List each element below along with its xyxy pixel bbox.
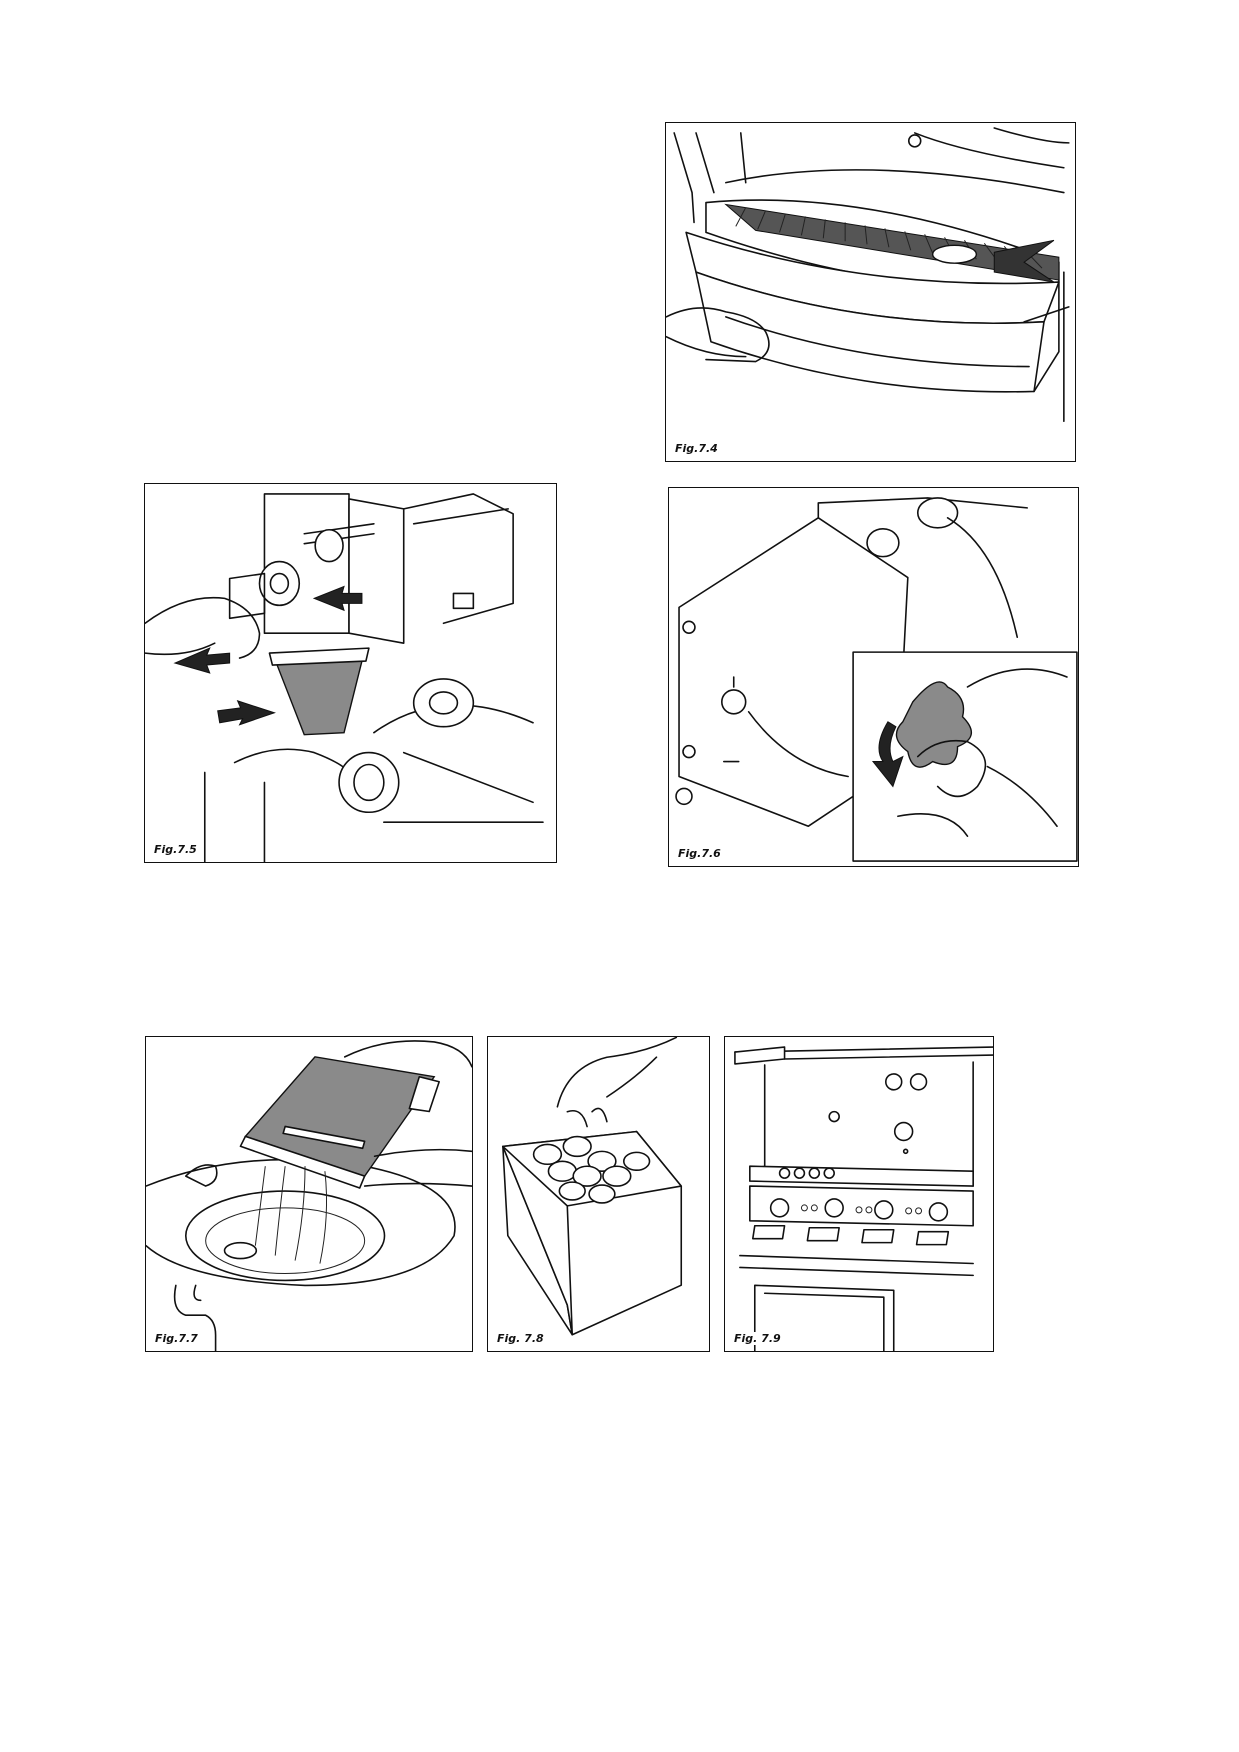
figure-caption: Fig.7.4 [673, 442, 720, 455]
figure-7-7: Fig.7.7 [145, 1036, 473, 1352]
push-arrow-icon [312, 585, 363, 612]
coffee-chute [268, 647, 370, 736]
rotate-arrow-icon [871, 721, 904, 788]
pull-arrow-icon [217, 700, 276, 726]
figure-7-4: Fig.7.4 [665, 122, 1076, 462]
push-arrow-icon [173, 647, 231, 674]
coffee-pucks [532, 1135, 651, 1204]
figure-caption: Fig. 7.9 [732, 1332, 783, 1345]
figure-7-6: Fig.7.6 [668, 487, 1079, 867]
drip-grate [724, 203, 1060, 283]
grounds-container-illustration [502, 1037, 683, 1336]
figure-7-9: Fig. 7.9 [724, 1036, 994, 1352]
figure-7-8: Fig. 7.8 [487, 1036, 710, 1352]
knob-detail-inset [852, 651, 1078, 862]
figure-caption: Fig.7.7 [153, 1332, 200, 1345]
figure-7-5: Fig.7.5 [144, 483, 557, 863]
rinsing-tray-illustration [146, 1040, 472, 1351]
control-knobs [769, 1198, 949, 1222]
coffee-chute-removal-illustration [145, 493, 544, 862]
brew-unit-knob-illustration [675, 497, 1078, 862]
figure-caption: Fig. 7.8 [495, 1332, 546, 1345]
figure-caption: Fig.7.6 [676, 847, 723, 860]
machine-interior-illustration [734, 1046, 993, 1351]
drip-tray [239, 1056, 440, 1189]
drip-tray-illustration [666, 127, 1070, 423]
figure-caption: Fig.7.5 [152, 843, 199, 856]
